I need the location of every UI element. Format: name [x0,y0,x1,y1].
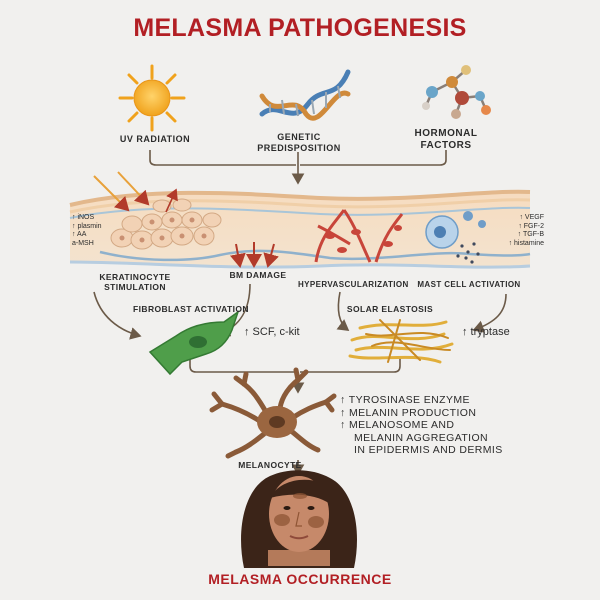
hypervascularization-label: HYPERVASCULARIZATION [298,280,409,289]
middle-flow-arrows [93,283,507,476]
skin-cross-section [69,171,531,269]
sun-icon [118,64,186,132]
left-marker: ↑ iNOS [72,214,95,221]
keratinocyte-label: KERATINOCYTE STIMULATION [90,272,180,292]
factor-genetic-label: GENETIC PREDISPOSITION [244,132,354,154]
molecule-icon [422,65,491,119]
bm-damage-label: BM DAMAGE [229,270,287,280]
right-marker-list: ↑ VEGF ↑ FGF-2 ↑ TGF-B ↑ histamine [488,214,544,248]
left-marker-list: ↑ iNOS ↑ plasmin ↑ AA a-MSH [72,214,118,248]
right-marker: ↑ histamine [508,239,544,247]
left-marker: ↑ AA [72,231,87,238]
keratinocyte-line1: KERATINOCYTE [99,272,171,282]
melanocyte-effect: MELANIN AGGREGATION [354,431,489,444]
mast-cell-label: MAST CELL ACTIVATION [417,280,521,289]
right-marker: ↑ TGF-B [517,231,544,238]
melanocyte-effect: IN EPIDERMIS AND DERMIS [354,444,503,456]
melanocyte-cell-icon [209,367,337,459]
factor-genetic-line1: GENETIC [277,132,321,142]
elastosis-fibers-icon [348,319,454,364]
right-marker: ↑ FGF-2 [518,222,544,230]
keratinocyte-line2: STIMULATION [104,282,166,292]
factor-hormonal-line1: HORMONAL [414,128,478,139]
factor-convergence-arrows [149,150,447,185]
right-marker: ↑ VEGF [519,214,544,221]
left-marker: a-MSH [72,239,94,247]
elastosis-label: SOLAR ELASTOSIS [346,304,434,314]
melanocyte-effects: ↑ TYROSINASE ENZYME ↑ MELANIN PRODUCTION… [340,394,540,457]
melanocyte-label: MELANOCYTE [238,460,302,470]
left-marker: ↑ plasmin [72,222,102,230]
factor-uv-label: UV RADIATION [119,134,191,144]
fibroblast-label: FIBROBLAST ACTIVATION [133,304,249,314]
page-title: MELASMA PATHOGENESIS [133,14,467,42]
fibroblast-cell-icon [148,310,240,376]
factor-hormonal-label: HORMONAL FACTORS [396,128,496,152]
outcome-title: MELASMA OCCURRENCE [208,571,392,587]
fibroblast-effect: ↑ SCF, c-kit [244,326,300,338]
elastosis-effect: ↑ tryptase [462,326,510,338]
melanocyte-effect: ↑ TYROSINASE ENZYME [340,394,470,406]
factor-hormonal-line2: FACTORS [420,140,472,151]
woman-face-icon [241,470,357,568]
factor-genetic-line2: PREDISPOSITION [257,143,341,153]
melanocyte-effect: ↑ MELANOSOME AND [340,419,455,431]
dna-icon [259,69,351,121]
melanocyte-effect: ↑ MELANIN PRODUCTION [340,406,477,419]
